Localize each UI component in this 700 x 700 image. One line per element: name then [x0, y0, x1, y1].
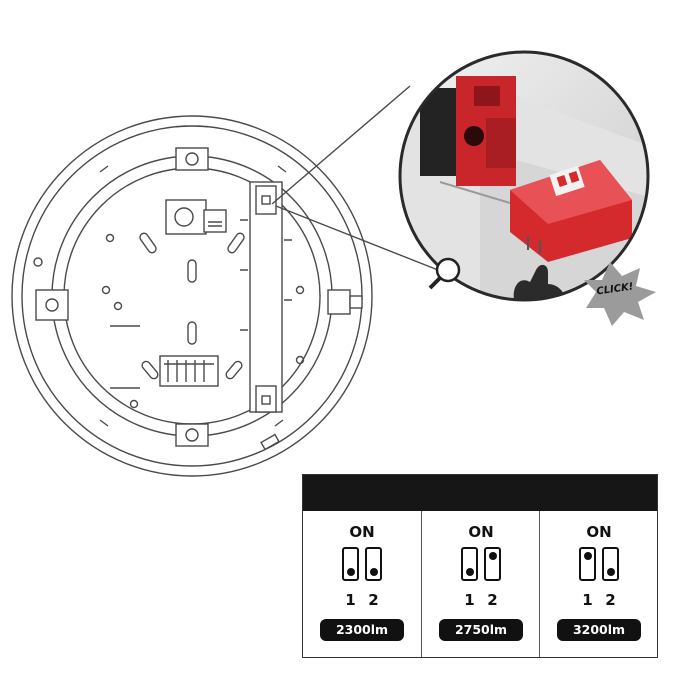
dip-switch-2	[602, 547, 619, 581]
setting-column-2750: ON 1 2 2750lm	[421, 511, 540, 657]
driver-housing	[249, 181, 283, 413]
lumen-badge: 2300lm	[320, 619, 404, 641]
dip-switch-1	[342, 547, 359, 581]
magnifier-icon	[428, 257, 461, 290]
mount-tab-right	[327, 289, 363, 315]
dip-switch-2	[365, 547, 382, 581]
callout-line-lower	[275, 205, 439, 271]
setting-column-3200: ON 1 2 3200lm	[539, 511, 658, 657]
terminal-block-outline	[165, 199, 207, 235]
switch-knob	[466, 568, 474, 576]
outer-ring	[11, 115, 373, 477]
dip-switch-1	[461, 547, 478, 581]
switch-knob	[370, 568, 378, 576]
base-dip-switch	[159, 355, 219, 387]
table-header-bar	[303, 475, 657, 511]
mount-tab-left	[35, 289, 69, 321]
lumen-badge: 3200lm	[557, 619, 641, 641]
switch-number-1: 1	[582, 591, 593, 609]
switch-number-1: 1	[345, 591, 356, 609]
switch-number-2: 2	[487, 591, 498, 609]
switch-number-1: 1	[464, 591, 475, 609]
on-label: ON	[349, 523, 375, 541]
on-label: ON	[468, 523, 494, 541]
mount-tab-top	[175, 147, 209, 171]
switch-knob	[347, 568, 355, 576]
dip-switch-1	[579, 547, 596, 581]
switch-knob	[489, 552, 497, 560]
switch-number-2: 2	[368, 591, 379, 609]
dip-switch-2	[484, 547, 501, 581]
on-label: ON	[586, 523, 612, 541]
click-burst	[584, 262, 656, 326]
switch-knob	[584, 552, 592, 560]
table-header-text	[303, 485, 313, 500]
switch-knob	[607, 568, 615, 576]
switch-number-2: 2	[605, 591, 616, 609]
brightness-settings-table: ON 1 2 2300lm ON 1 2 2750lm ON 1 2 3200l…	[302, 474, 658, 658]
callout-line-upper	[271, 85, 411, 205]
pointing-hand	[513, 265, 573, 300]
setting-column-2300: ON 1 2 2300lm	[303, 511, 421, 657]
lumen-badge: 2750lm	[439, 619, 523, 641]
mount-tab-bottom	[175, 423, 209, 447]
